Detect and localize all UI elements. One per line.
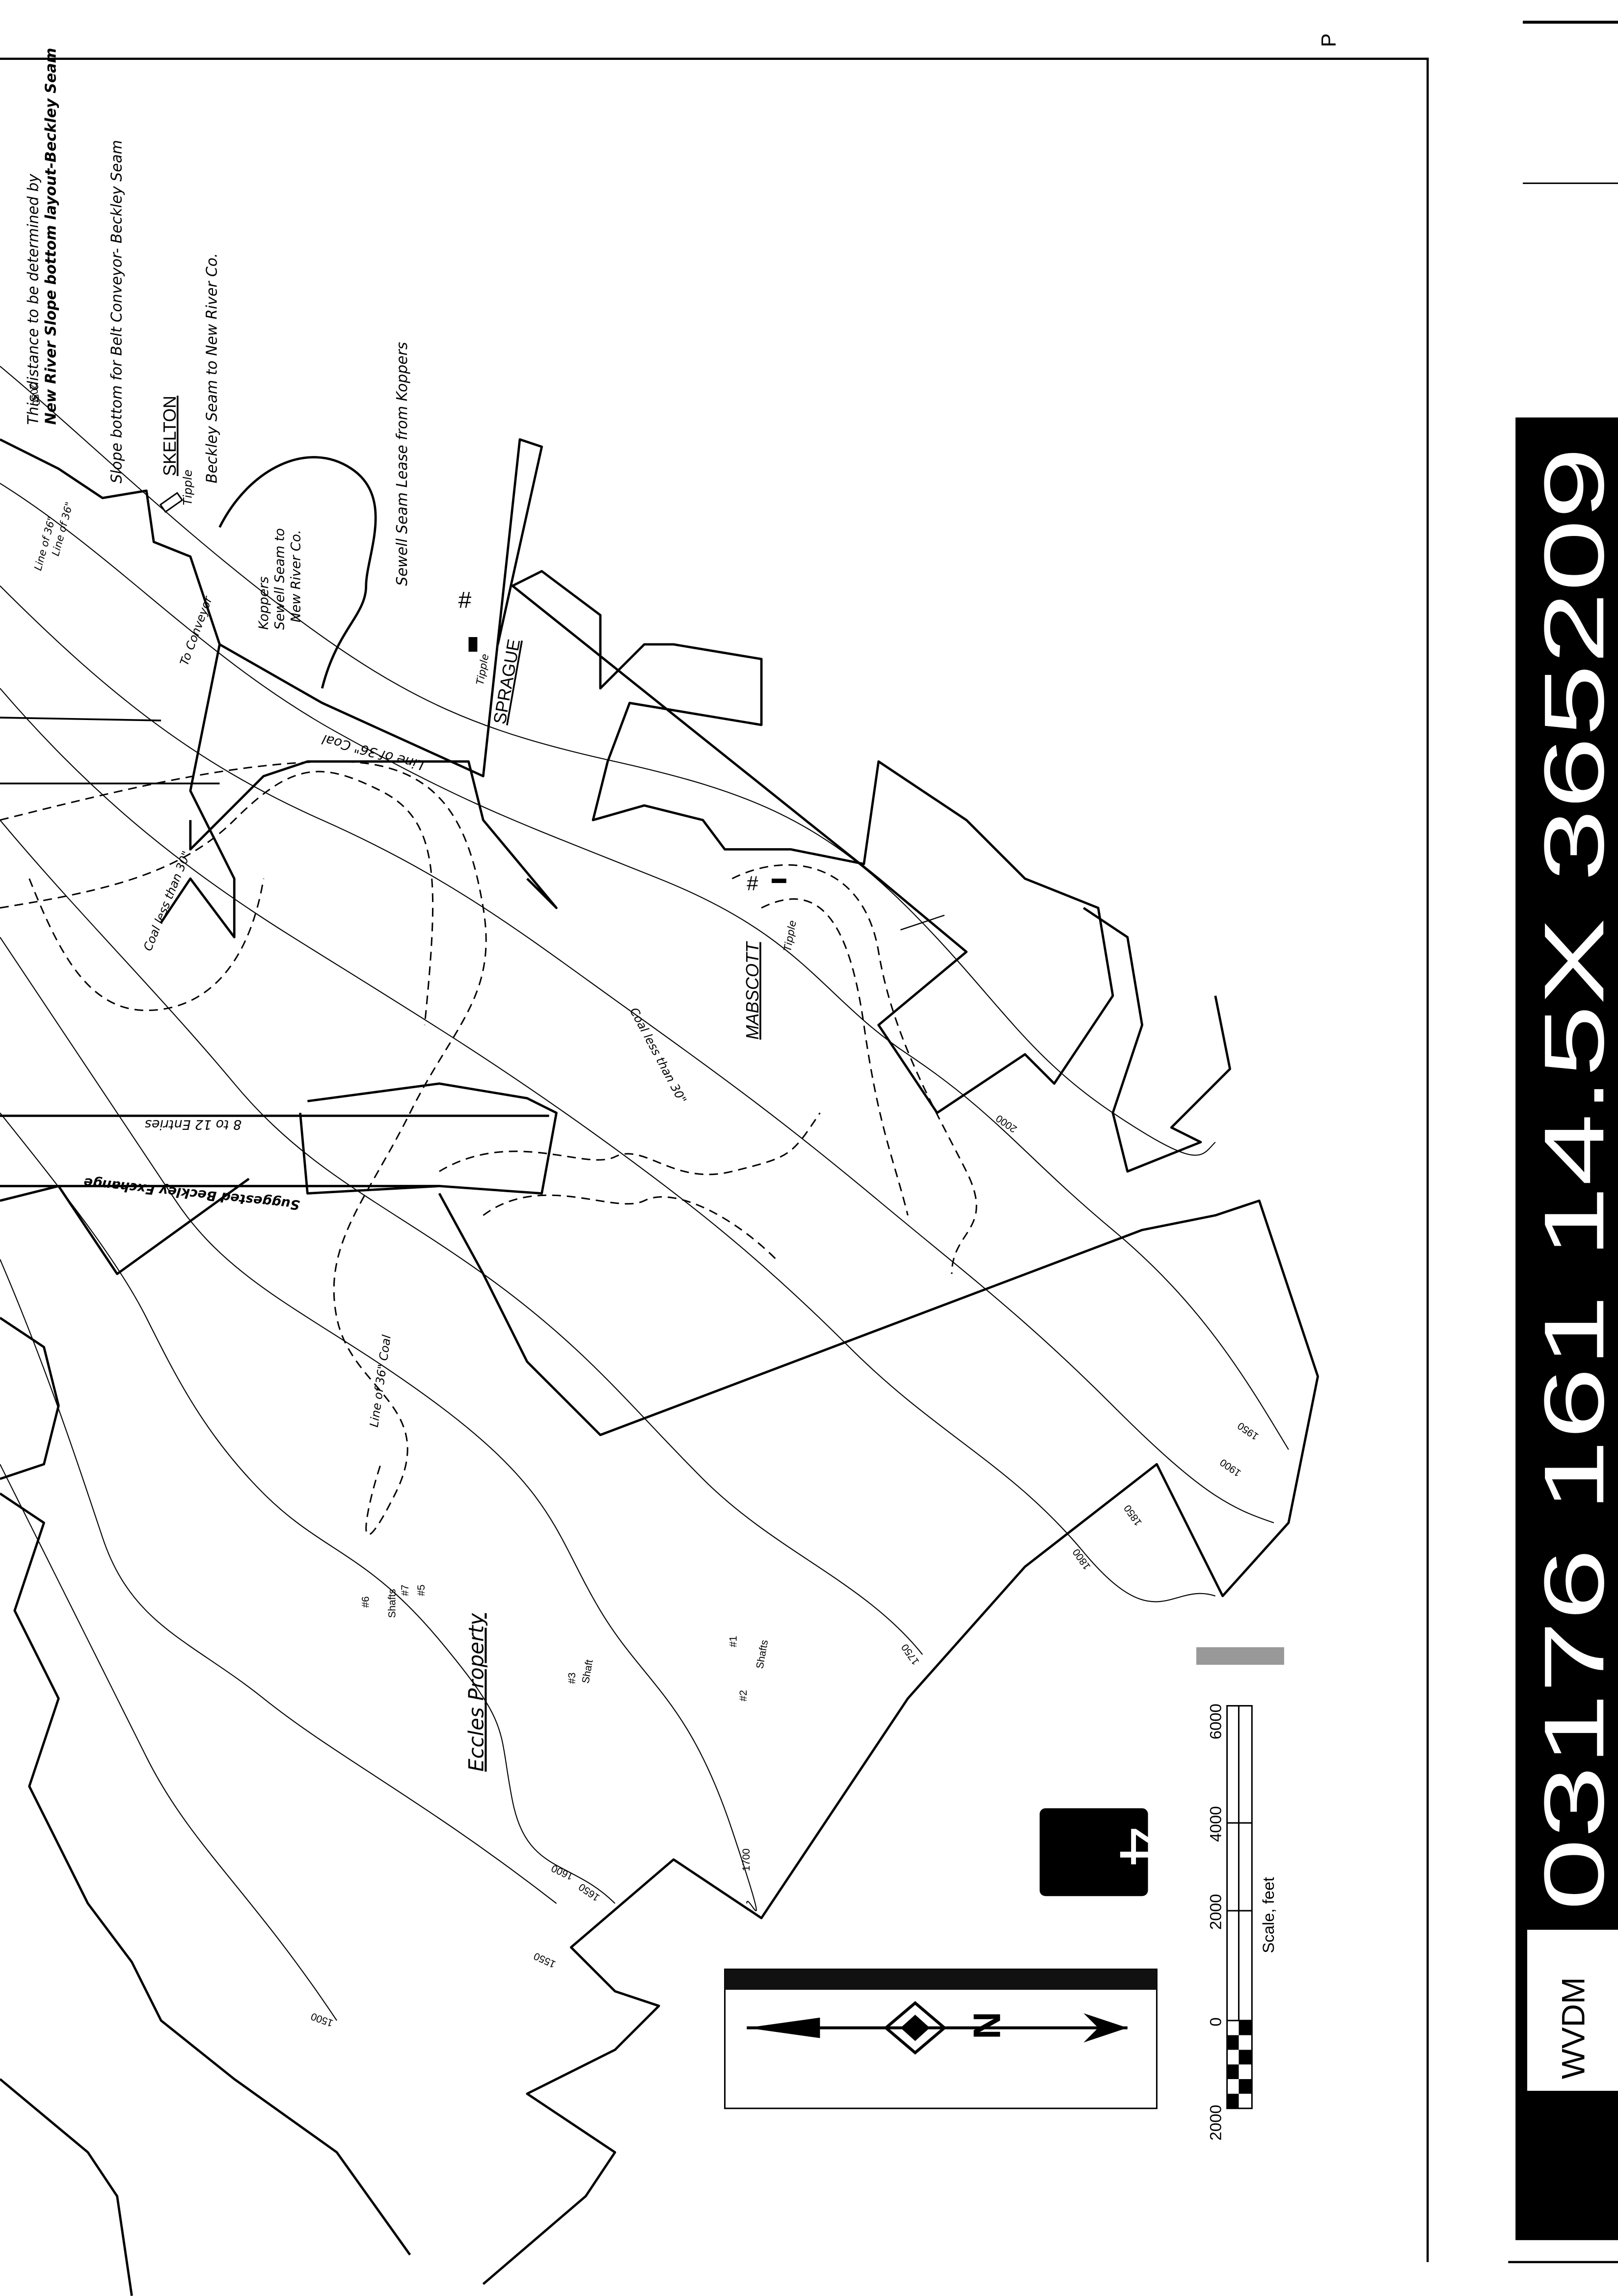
shaft-number: #6 (360, 1596, 372, 1607)
sheet-number-badge: 4 (1039, 1808, 1184, 1896)
distance-note-line-1: This distance to be determined by (25, 174, 42, 425)
map-frame (0, 57, 1429, 2262)
beckley-to-new-river-note: Beckley Seam to New River Co. (203, 253, 220, 483)
film-strip: 03176 161 14.5X 365209 WVDM (1508, 21, 1618, 2264)
scale-tick: 2000 (1207, 2105, 1225, 2140)
film-code: 03176 161 14.5X 365209 (1526, 447, 1618, 1911)
tipple-icon (771, 879, 786, 883)
tipple-label: Tipple (181, 470, 195, 506)
eccles-property-label: Eccles Property (464, 1612, 488, 1771)
north-arrow: N (724, 1968, 1158, 2109)
scale-bar: 2000 0 2000 4000 6000 Scale, feet (1196, 1647, 1284, 2140)
arrow-head-icon (1083, 2013, 1128, 2043)
property-boundaries (0, 438, 1319, 2296)
slope-bottom-note: Slope bottom for Belt Conveyor- Beckley … (108, 140, 126, 483)
mine-hash-icon: # (747, 872, 758, 895)
koppers-note-2: Sewell Seam to (272, 528, 288, 630)
entries-note: 8 to 12 Entries (145, 1117, 242, 1132)
scale-tick: 4000 (1207, 1806, 1225, 1842)
scale-tick: 0 (1207, 2017, 1225, 2026)
shafts-group-a: #6 Shafts #7 #5 (360, 1585, 427, 1618)
place-name: MABSCOTT (743, 941, 762, 1040)
koppers-note-3: New River Co. (288, 530, 303, 622)
mine-hash-icon: # (458, 587, 472, 613)
film-prefix: WVDM (1555, 1977, 1591, 2079)
koppers-note-1: Koppers (256, 576, 271, 630)
shaft-number: #7 (400, 1585, 411, 1596)
shaft-number: #5 (416, 1585, 427, 1596)
contour-label: 1700 (741, 1848, 752, 1871)
sewell-lease-note: Sewell Seam Lease from Koppers (394, 342, 411, 586)
shafts-group-b: #3 Shaft (566, 1658, 595, 1684)
scale-title: Scale, feet (1259, 1877, 1277, 1953)
shaft-number: #3 (566, 1673, 578, 1684)
shafts-label: Shafts (386, 1589, 398, 1618)
shaft-number: #1 (728, 1636, 739, 1647)
shaft-number: #2 (738, 1690, 749, 1701)
arrow-tail-icon (747, 2017, 820, 2038)
skelton: SKELTON Tipple (159, 396, 195, 513)
leader-arrow (900, 914, 945, 931)
sheet-number: 4 (1105, 1827, 1184, 1867)
mabscott: MABSCOTT Tipple # (743, 872, 799, 1040)
tipple-icon (159, 492, 184, 513)
distance-note-line-2: New River Slope bottom layout-Beckley Se… (42, 48, 59, 425)
tipple-icon (468, 637, 478, 652)
corner-mark: P (1317, 33, 1340, 47)
north-letter: N (966, 2012, 1008, 2039)
compass-diamond-icon (883, 2001, 947, 2055)
scale-tick: 6000 (1207, 1704, 1225, 1739)
scale-tick: 2000 (1207, 1894, 1225, 1930)
place-name: SKELTON (160, 396, 180, 476)
